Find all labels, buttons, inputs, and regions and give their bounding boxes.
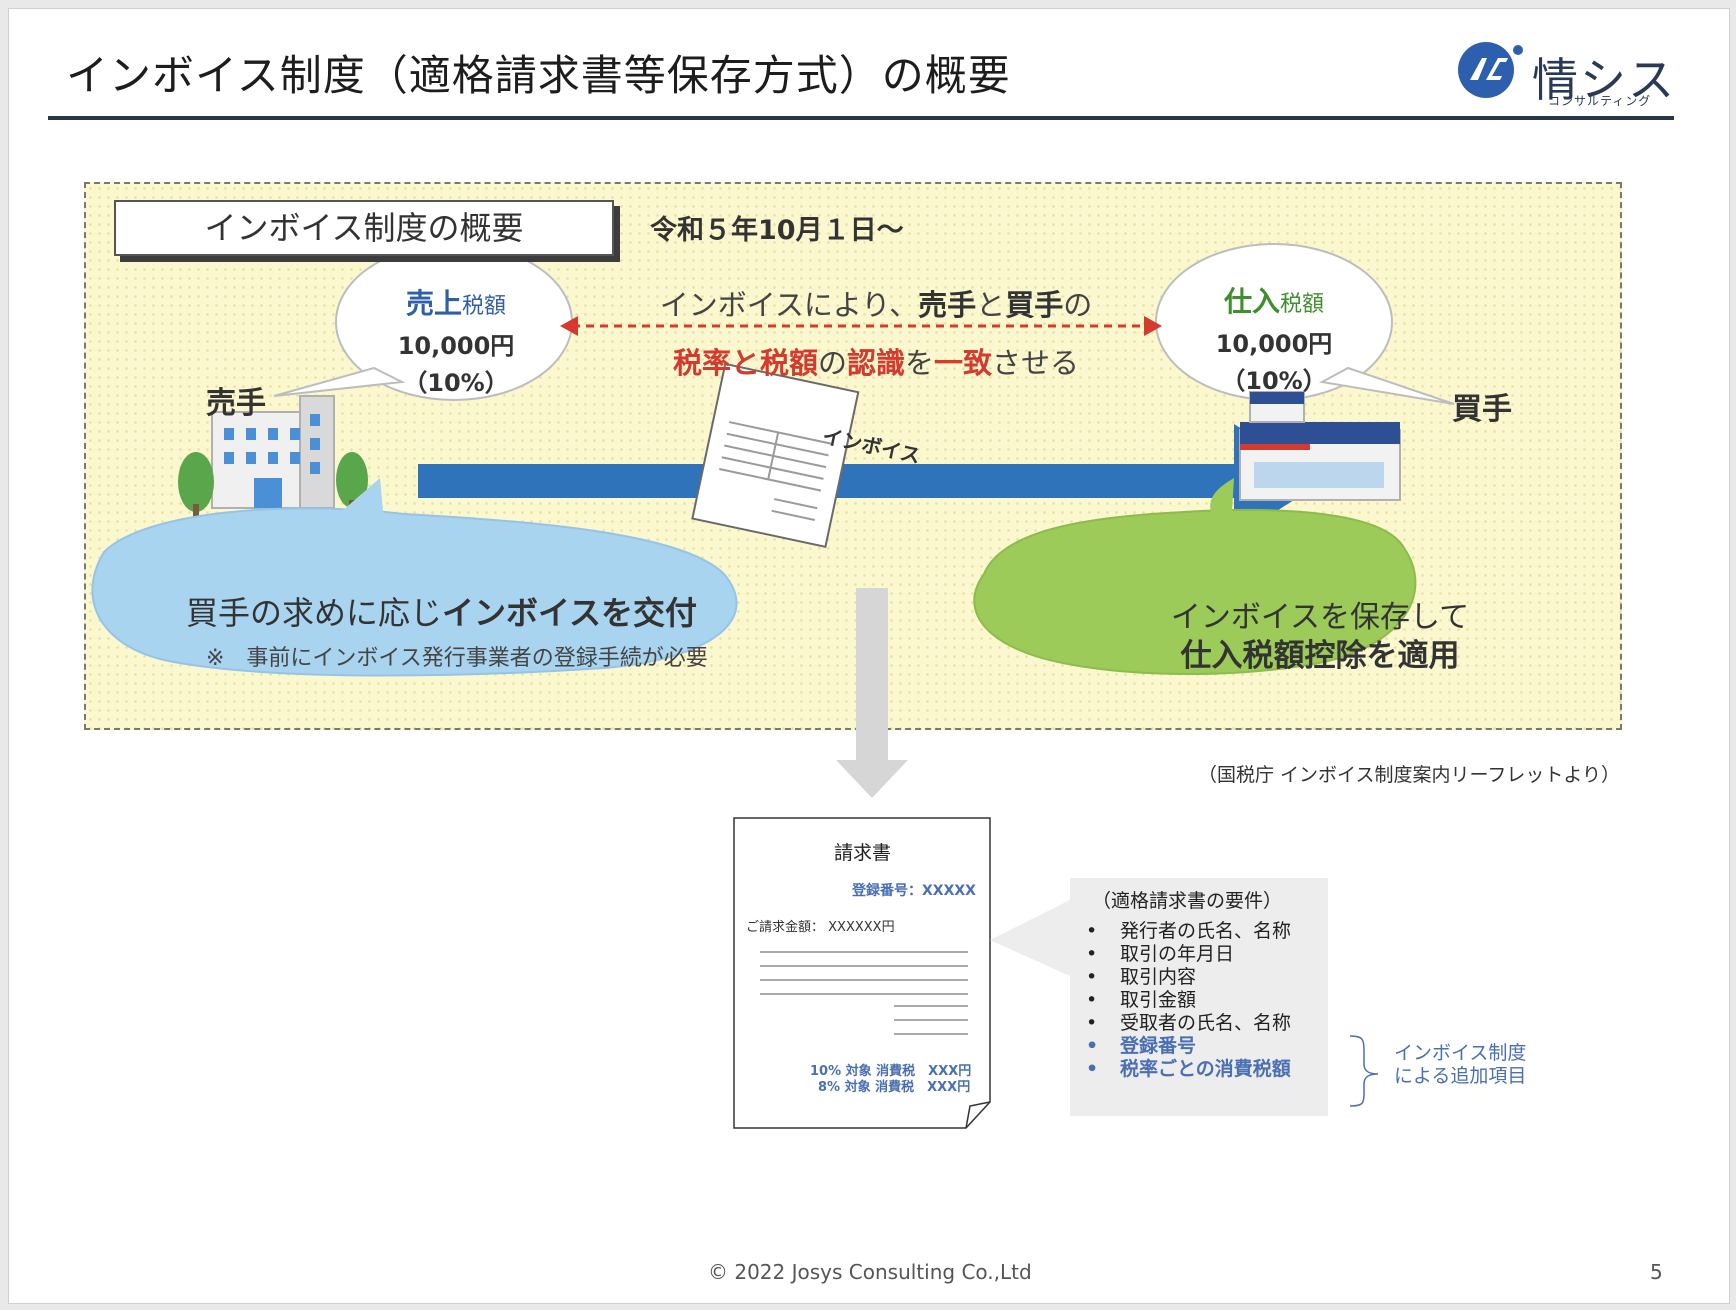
seller-cloud-prefix: 買手の求めに応じ <box>186 594 443 632</box>
buyer-speech-bubble-shape <box>1155 243 1455 405</box>
invoice-document-illustration <box>691 362 860 548</box>
buyer-cloud-line2: 仕入税額控除を適用 <box>1180 638 1460 674</box>
buyer-cloud-shape <box>973 478 1417 676</box>
buyer-tax-bubble: 仕入税額 10,000円 （10%） <box>1154 280 1394 396</box>
added-items-brace <box>1349 1035 1379 1107</box>
title-divider <box>48 116 1674 120</box>
msg-wo: を <box>905 346 935 380</box>
seller-bubble-amount: 10,000円 <box>397 332 515 360</box>
effective-date: 令和５年10月１日～ <box>650 215 904 246</box>
buyer-bubble-rate: （10%） <box>1221 367 1327 395</box>
seller-tax-bubble: 売上税額 10,000円 （10%） <box>336 282 576 398</box>
seller-cloud-main: 買手の求めに応じインボイスを交付 <box>186 588 697 634</box>
down-arrow-icon <box>836 588 908 798</box>
seller-cloud-shape <box>91 478 738 677</box>
seller-cloud-note: ※ 事前にインボイス発行事業者の登録手続が必要 <box>206 646 708 671</box>
requirement-item: •取引金額 <box>1086 989 1197 1011</box>
requirement-item: •発行者の氏名、名称 <box>1086 920 1292 942</box>
buyer-bubble-em: 仕入 <box>1223 285 1280 318</box>
msg-recognition: 認識 <box>846 346 905 380</box>
added-note-line1: インボイス制度 <box>1394 1042 1527 1064</box>
logo-brand: 情シス <box>1532 53 1676 107</box>
logo-icon <box>1458 42 1523 98</box>
msg-saseru: させる <box>992 346 1080 380</box>
buyer-label: 買手 <box>1452 392 1512 427</box>
requirement-item-added: •登録番号 <box>1086 1035 1197 1057</box>
requirement-item: •受取者の氏名、名称 <box>1086 1012 1292 1034</box>
requirement-item: •取引の年月日 <box>1086 943 1235 965</box>
msg-seller: 売手 <box>918 288 977 322</box>
overview-illustration <box>91 243 1455 677</box>
logo-subtitle: コンサルティング <box>1548 94 1652 108</box>
page-title: インボイス制度（適格請求書等保存方式）の概要 <box>66 51 1011 100</box>
invoice-sample-registration: 登録番号：XXXXX <box>852 883 976 899</box>
buyer-bubble-rest: 税額 <box>1280 292 1325 317</box>
invoice-sample-sheet <box>733 817 991 1129</box>
requirements-callout-shape <box>990 878 1328 1116</box>
seller-label: 売手 <box>206 386 266 421</box>
invoice-sample-tax-8: 8% 対象 消費税 XXX円 <box>818 1080 971 1095</box>
center-message-line1: インボイスにより、売手と買手の <box>584 282 1168 324</box>
msg-suffix: の <box>1063 288 1093 322</box>
requirements-title: （適格請求書の要件） <box>1092 890 1283 912</box>
msg-tax-rate: 税率と税額 <box>672 346 818 380</box>
red-dashed-arrow <box>560 316 1162 336</box>
seller-bubble-rate: （10%） <box>403 369 509 397</box>
msg-prefix: インボイスにより、 <box>659 288 919 322</box>
requirement-item: •取引内容 <box>1086 966 1197 988</box>
seller-building <box>178 395 368 520</box>
seller-bubble-em: 売上 <box>405 287 462 320</box>
requirements-list: •発行者の氏名、名称 •取引の年月日 •取引内容 •取引金額 •受取者の氏名、名… <box>1086 920 1291 1081</box>
seller-bubble-rest: 税額 <box>462 294 507 319</box>
invoice-sample-amount: ご請求金額： XXXXXX円 <box>746 920 895 935</box>
msg-no: の <box>817 346 847 380</box>
footer-copyright: © 2022 Josys Consulting Co.,Ltd <box>708 1260 1032 1284</box>
center-message-line2: 税率と税額の認識を一致させる <box>584 340 1168 382</box>
requirement-item-added: •税率ごとの消費税額 <box>1086 1058 1291 1080</box>
seller-cloud-em: インボイスを交付 <box>442 594 698 632</box>
buyer-store <box>1239 391 1401 501</box>
msg-and: と <box>976 288 1006 322</box>
msg-buyer: 買手 <box>1005 288 1064 322</box>
msg-match: 一致 <box>934 346 993 380</box>
buyer-cloud-line1: インボイスを保存して <box>1170 600 1470 635</box>
invoice-sample-title: 請求書 <box>834 842 892 864</box>
overview-label: インボイス制度の概要 <box>114 200 614 256</box>
added-note-line2: による追加項目 <box>1394 1065 1527 1087</box>
buyer-bubble-amount: 10,000円 <box>1215 330 1333 358</box>
invoice-sample-tax-10: 10% 対象 消費税 XXX円 <box>810 1064 972 1079</box>
added-items-note: インボイス制度 による追加項目 <box>1394 1042 1526 1088</box>
source-citation: （国税庁 インボイス制度案内リーフレットより） <box>1198 764 1620 786</box>
page-number: 5 <box>1650 1260 1663 1284</box>
